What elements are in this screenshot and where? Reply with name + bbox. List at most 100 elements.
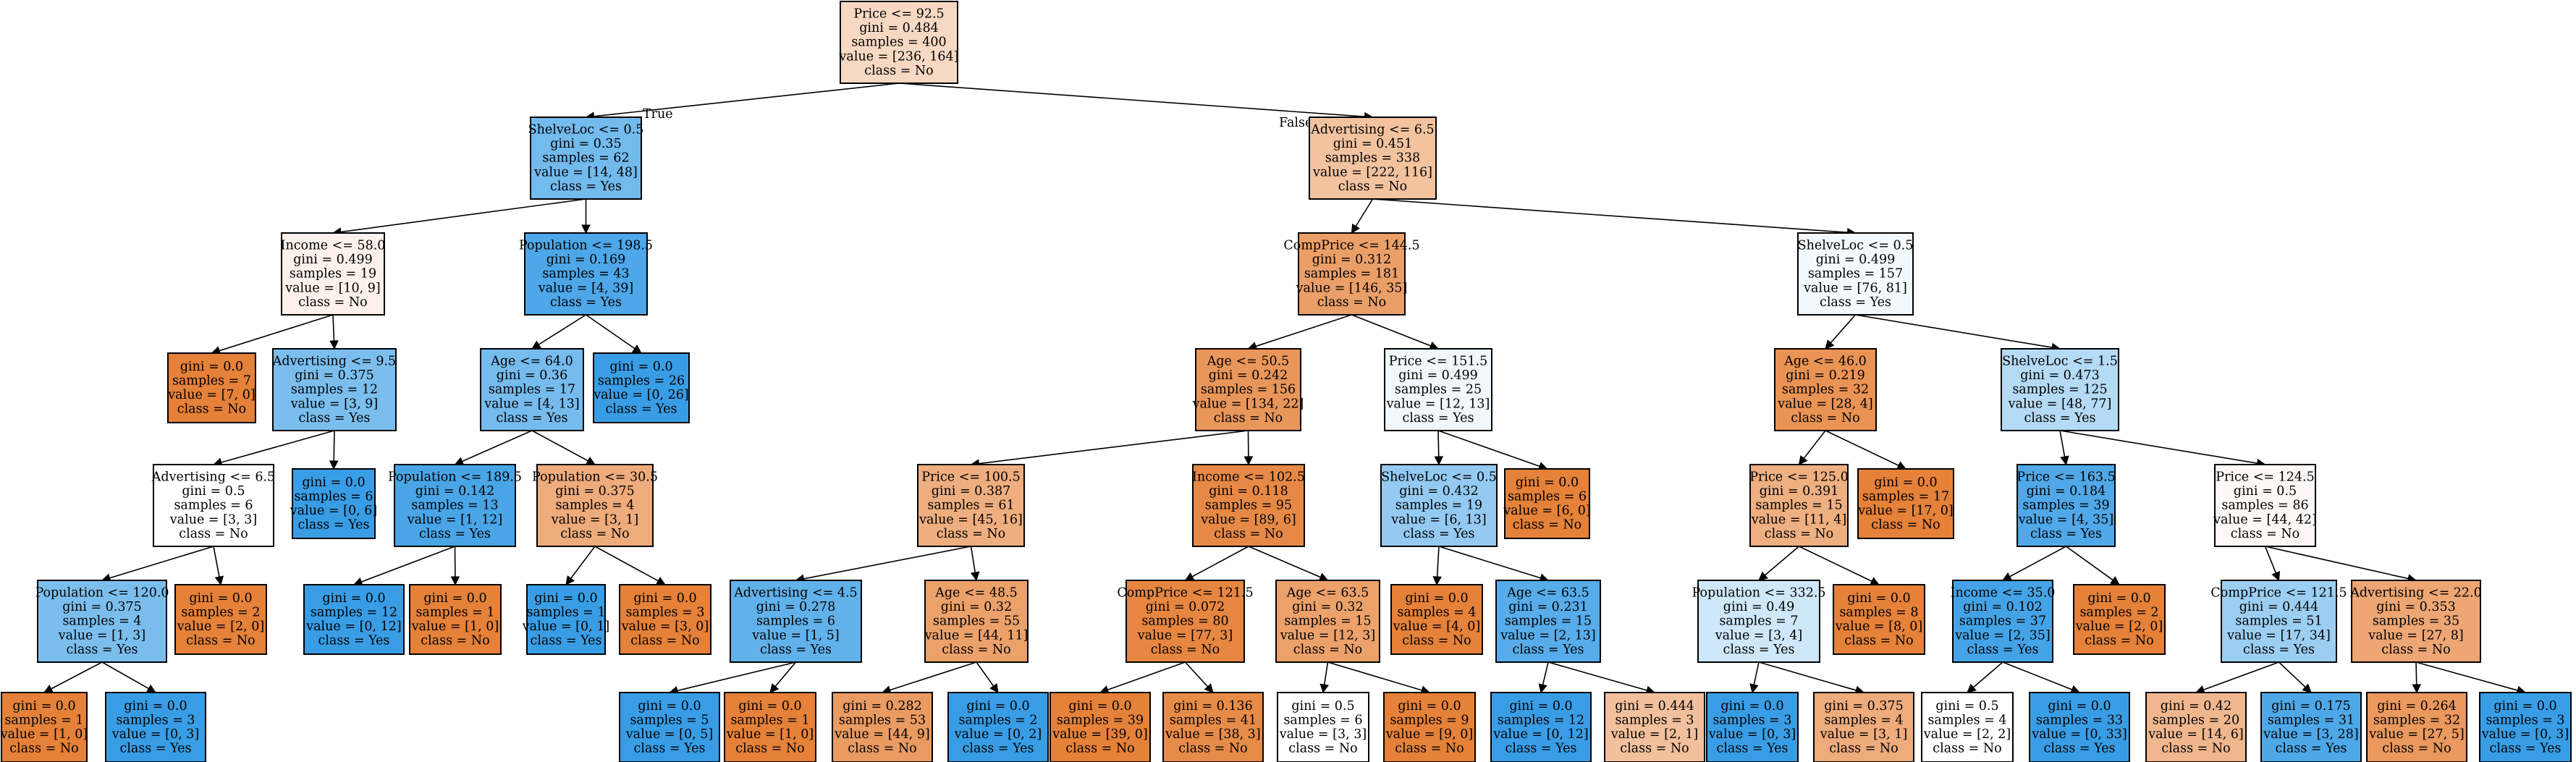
node-text-line: value = [4, 35] [2018, 512, 2114, 527]
node-text-line: samples = 6 [1508, 489, 1587, 504]
node-text-line: class = No [2381, 643, 2450, 657]
node-text-line: class = Yes [299, 411, 371, 426]
node-box [303, 584, 405, 655]
edge-38-55 [1538, 661, 1549, 694]
node-text-line: Advertising <= 22.0 [2349, 586, 2482, 601]
node-text-line: Age <= 63.5 [1286, 586, 1369, 601]
node-box [1277, 692, 1369, 762]
edge-1-4 [581, 199, 591, 234]
node-text-line: gini = 0.0 [322, 591, 385, 606]
node-text-line: samples = 4 [1397, 605, 1476, 619]
node-text-line: samples = 125 [2012, 383, 2107, 397]
node-text-line: value = [9, 0] [1385, 727, 1473, 742]
node-text-line: Age <= 63.5 [1506, 586, 1589, 601]
edge-39-58 [1758, 661, 1865, 695]
node-box [2001, 348, 2119, 431]
edge-line [594, 82, 900, 117]
node-text-line: value = [0, 33] [2031, 727, 2127, 742]
edge-25-42 [2066, 546, 2120, 585]
node-box [1126, 580, 1245, 663]
node-text-line: gini = 0.242 [1209, 368, 1288, 383]
node-text-line: samples = 15 [1284, 614, 1371, 629]
node-box [394, 464, 516, 547]
arrowhead-icon [214, 575, 224, 586]
node-text-line: class = No [2382, 742, 2451, 756]
edge-43-61 [2195, 661, 2279, 694]
edge-line [1753, 661, 1760, 685]
node-text-line: samples = 6 [294, 489, 373, 504]
node-text-line: value = [44, 11] [924, 628, 1029, 643]
node-text-line: value = [1, 5] [751, 628, 839, 643]
node-box [1797, 232, 1914, 316]
node-text-line: samples = 3 [116, 713, 195, 727]
edge-27-46 [101, 661, 156, 693]
arrowhead-icon [1243, 456, 1254, 466]
